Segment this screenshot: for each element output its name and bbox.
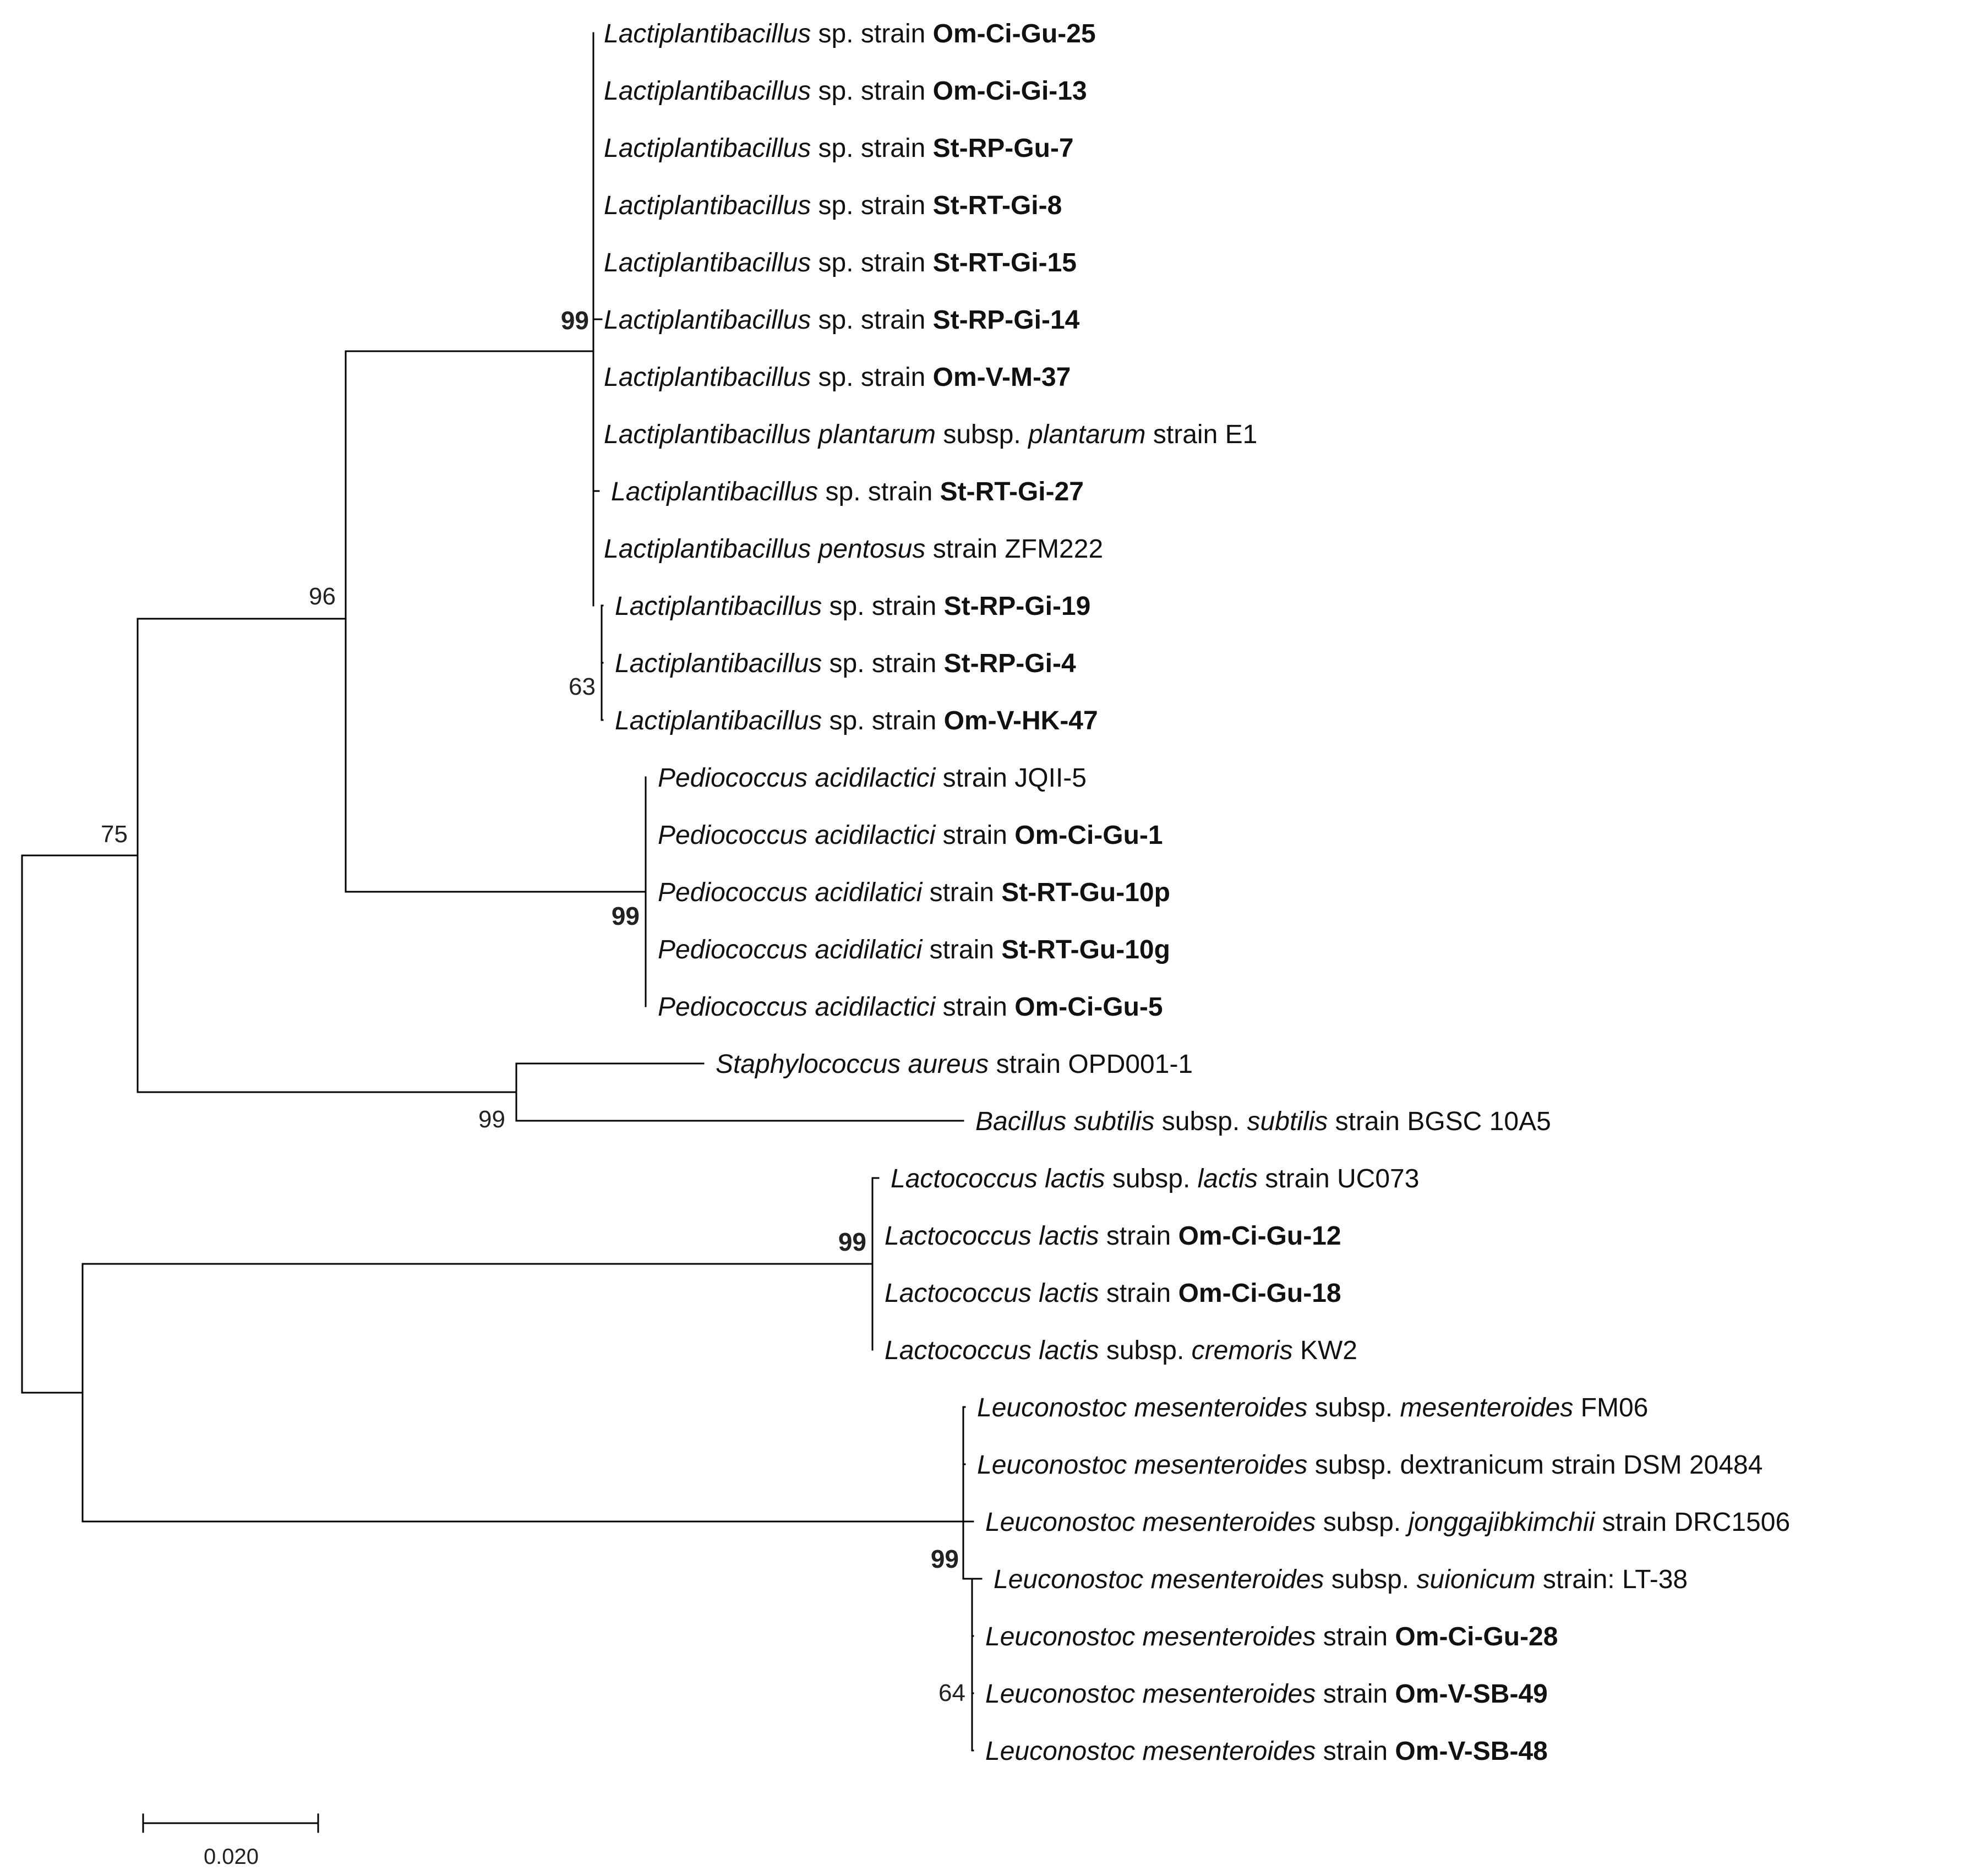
leaf-label: Leuconostoc mesenteroides subsp. suionic…: [994, 1565, 1688, 1594]
leaf-label: Lactiplantibacillus sp. strain St-RP-Gi-…: [615, 592, 1090, 621]
leaf-label: Lactiplantibacillus sp. strain Om-Ci-Gu-…: [604, 19, 1096, 48]
leaf-label: Leuconostoc mesenteroides subsp. dextran…: [977, 1450, 1762, 1480]
leaf-label: Lactococcus lactis subsp. lactis strain …: [891, 1164, 1419, 1193]
leaf-label: Lactiplantibacillus sp. strain St-RT-Gi-…: [604, 248, 1077, 277]
leaf-label: Pediococcus acidilatici strain St-RT-Gu-…: [658, 878, 1170, 907]
leaf-label: Leuconostoc mesenteroides subsp. mesente…: [977, 1393, 1648, 1422]
bootstrap-value: 99: [838, 1228, 866, 1256]
bootstrap-value: 64: [938, 1679, 965, 1706]
leaf-labels: Lactiplantibacillus sp. strain Om-Ci-Gu-…: [604, 19, 1790, 1766]
leaf-label: Leuconostoc mesenteroides strain Om-Ci-G…: [985, 1622, 1558, 1651]
bootstrap-labels: 99 96 63 75 99 99 99 99 64: [101, 306, 965, 1706]
leaf-label: Lactiplantibacillus plantarum subsp. pla…: [604, 420, 1257, 449]
leaf-label: Pediococcus acidilactici strain Om-Ci-Gu…: [658, 821, 1163, 850]
leaf-label: Lactiplantibacillus sp. strain Om-V-M-37: [604, 363, 1071, 392]
leaf-label: Pediococcus acidilactici strain Om-Ci-Gu…: [658, 992, 1163, 1022]
leaf-label: Leuconostoc mesenteroides strain Om-V-SB…: [985, 1737, 1548, 1766]
bootstrap-value: 99: [478, 1106, 505, 1133]
leaf-label: Lactiplantibacillus sp. strain Om-V-HK-4…: [615, 706, 1098, 735]
bootstrap-value: 99: [931, 1545, 959, 1573]
leaf-label: Lactococcus lactis strain Om-Ci-Gu-18: [885, 1279, 1341, 1308]
leaf-label: Lactiplantibacillus sp. strain St-RP-Gi-…: [604, 306, 1080, 335]
leaf-label: Pediococcus acidilactici strain JQII-5: [658, 764, 1087, 793]
bootstrap-value: 96: [309, 583, 336, 610]
leaf-label: Lactiplantibacillus sp. strain St-RP-Gi-…: [615, 649, 1076, 678]
bootstrap-value: 63: [569, 673, 596, 700]
leaf-label: Leuconostoc mesenteroides strain Om-V-SB…: [985, 1679, 1548, 1709]
bootstrap-value: 99: [612, 902, 640, 930]
scale-bar: 0.020: [142, 1813, 319, 1869]
bootstrap-value: 75: [101, 821, 128, 848]
tree-branches: [21, 32, 983, 1752]
leaf-label: Leuconostoc mesenteroides subsp. jonggaj…: [985, 1508, 1790, 1537]
leaf-label: Staphylococcus aureus strain OPD001-1: [716, 1050, 1193, 1079]
leaf-label: Lactiplantibacillus sp. strain St-RT-Gi-…: [611, 477, 1084, 506]
bootstrap-value: 99: [561, 306, 589, 335]
leaf-label: Lactiplantibacillus sp. strain St-RT-Gi-…: [604, 191, 1062, 220]
leaf-label: Lactococcus lactis subsp. cremoris KW2: [885, 1336, 1357, 1365]
leaf-label: Lactiplantibacillus sp. strain St-RP-Gu-…: [604, 134, 1074, 163]
leaf-label: Lactococcus lactis strain Om-Ci-Gu-12: [885, 1221, 1341, 1251]
leaf-label: Pediococcus acidilatici strain St-RT-Gu-…: [658, 935, 1170, 964]
scale-bar-label: 0.020: [204, 1845, 259, 1869]
leaf-label: Bacillus subtilis subsp. subtilis strain…: [975, 1107, 1551, 1136]
leaf-label: Lactiplantibacillus pentosus strain ZFM2…: [604, 535, 1103, 564]
leaf-label: Lactiplantibacillus sp. strain Om-Ci-Gi-…: [604, 77, 1087, 106]
